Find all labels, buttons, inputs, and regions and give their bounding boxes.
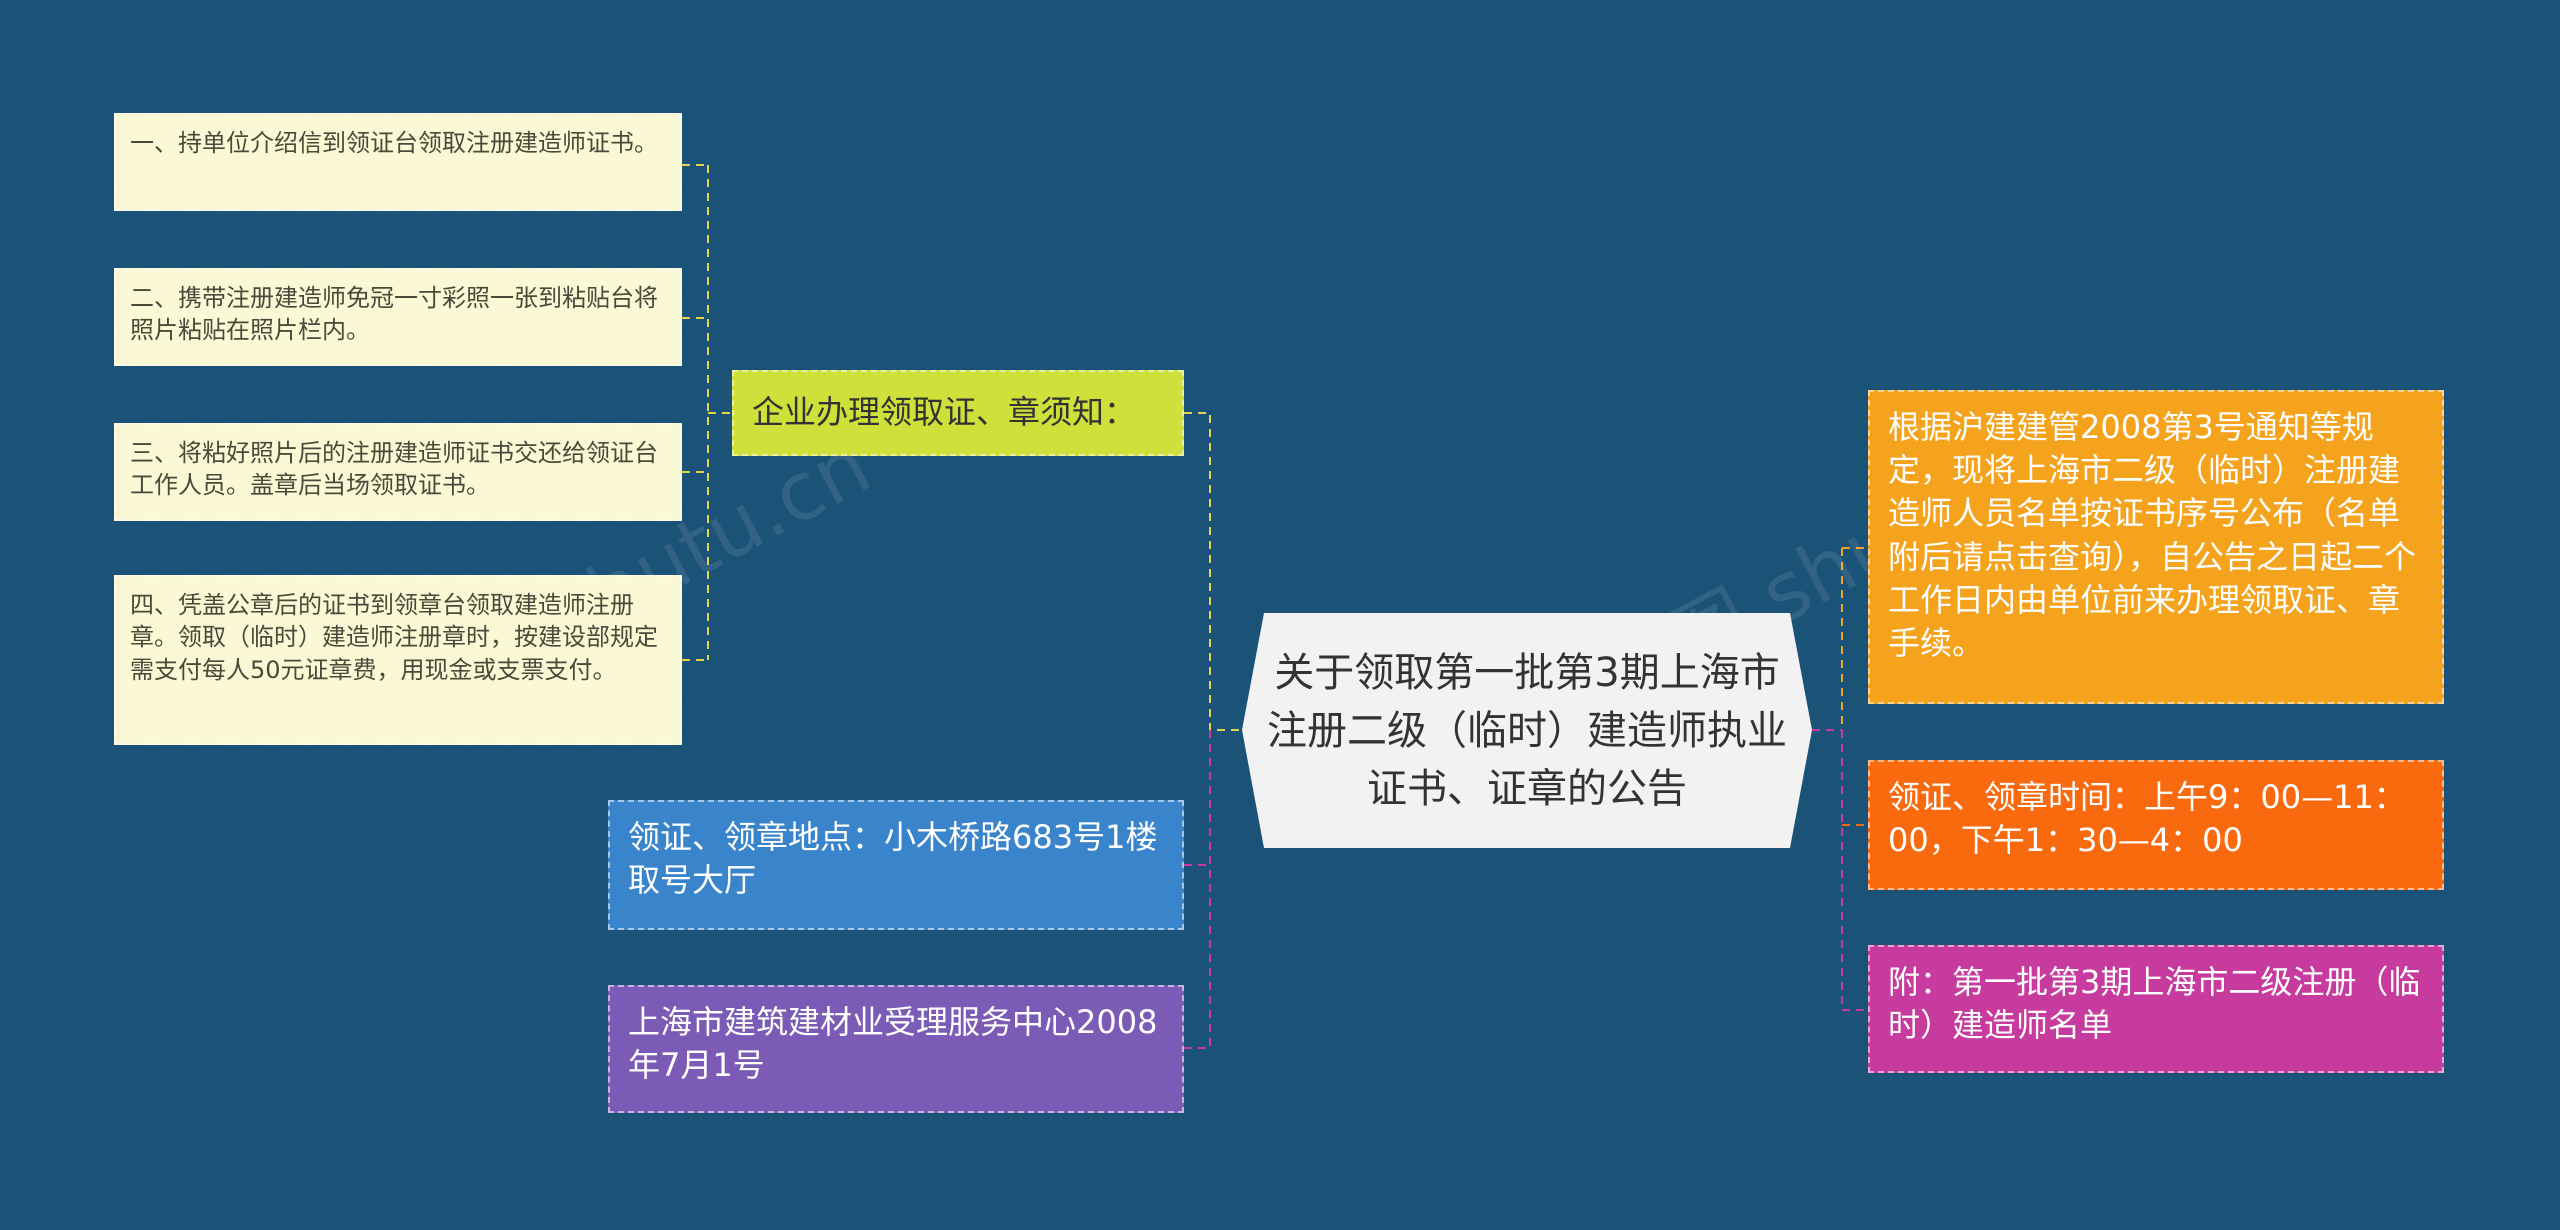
step-3-node[interactable]: 三、将粘好照片后的注册建造师证书交还给领证台工作人员。盖章后当场领取证书。	[114, 423, 682, 521]
step-2-node[interactable]: 二、携带注册建造师免冠一寸彩照一张到粘贴台将照片粘贴在照片栏内。	[114, 268, 682, 366]
center-to-notice-connector	[1184, 412, 1242, 731]
attachment-node[interactable]: 附：第一批第3期上海市二级注册（临时）建造师名单	[1868, 945, 2444, 1073]
hours-node[interactable]: 领证、领章时间：上午9：00—11：00，下午1：30—4：00	[1868, 760, 2444, 890]
step-4-node[interactable]: 四、凭盖公章后的证书到领章台领取建造师注册章。领取（临时）建造师注册章时，按建设…	[114, 575, 682, 745]
center-topic-node[interactable]: 关于领取第一批第3期上海市注册二级（临时）建造师执业证书、证章的公告	[1242, 613, 1812, 848]
issuer-node[interactable]: 上海市建筑建材业受理服务中心2008年7月1号	[608, 985, 1184, 1113]
center-topic-title: 关于领取第一批第3期上海市注册二级（临时）建造师执业证书、证章的公告	[1267, 649, 1787, 812]
center-to-issuer-connector	[1184, 730, 1211, 1049]
notice-node[interactable]: 企业办理领取证、章须知：	[732, 370, 1184, 456]
announcement-node[interactable]: 根据沪建建管2008第3号通知等规定，现将上海市二级（临时）注册建造师人员名单按…	[1868, 390, 2444, 704]
center-topic-shape	[1242, 613, 1812, 848]
step-1-node[interactable]: 一、持单位介绍信到领证台领取注册建造师证书。	[114, 113, 682, 211]
location-node[interactable]: 领证、领章地点：小木桥路683号1楼取号大厅	[608, 800, 1184, 930]
